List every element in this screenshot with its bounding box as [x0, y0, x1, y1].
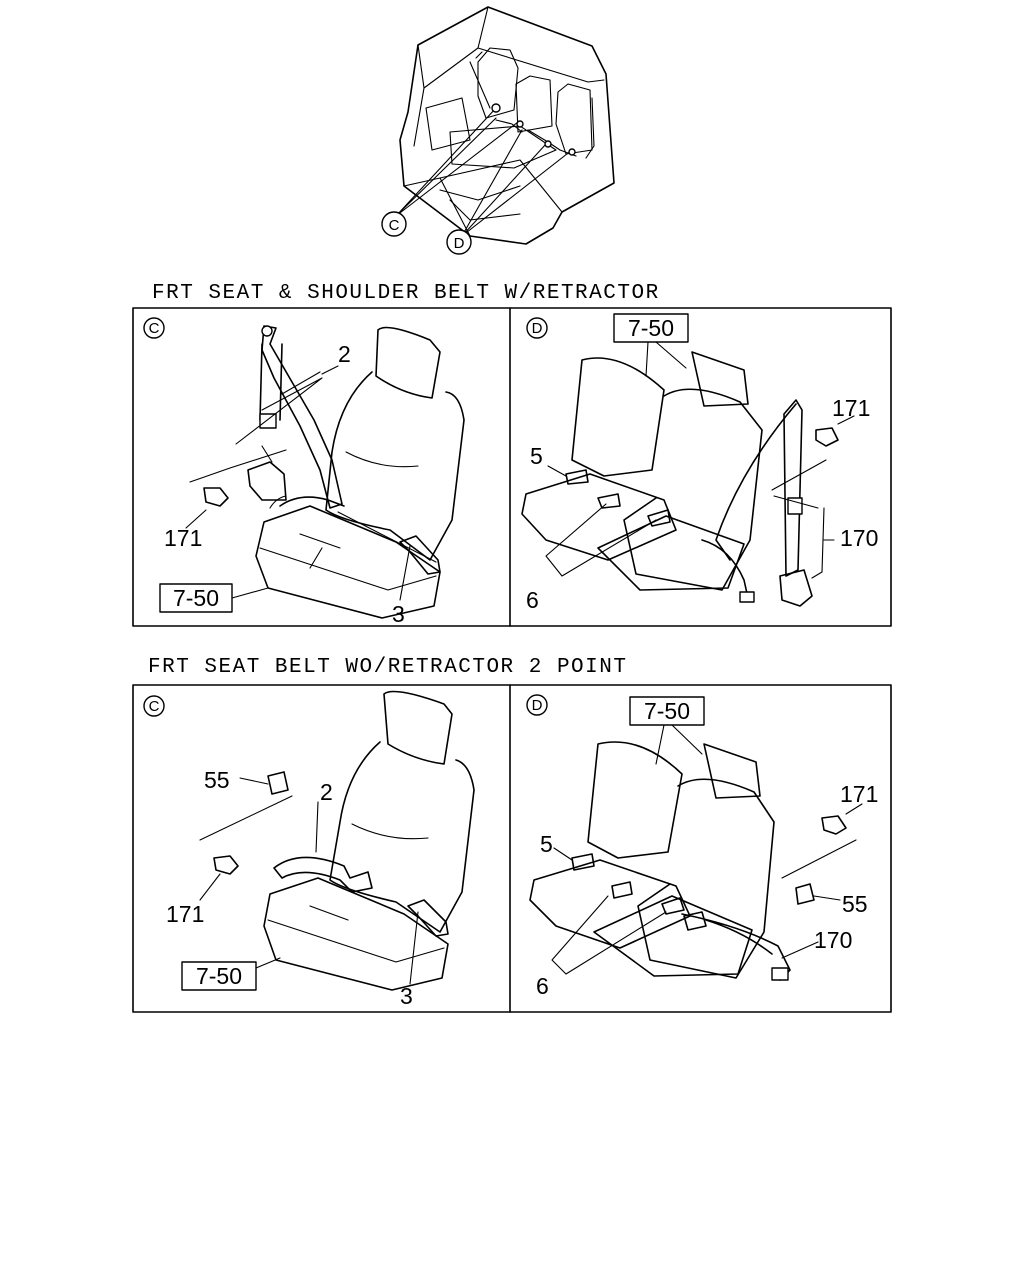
anchor-bolt	[203, 487, 229, 507]
retractor	[247, 461, 287, 501]
section1-panel-c: C 2 171 3 7-50	[143, 317, 465, 627]
section2-frame	[132, 684, 892, 1013]
cover-plate	[795, 883, 815, 905]
seat-backrest	[325, 371, 465, 561]
seat-backrest-left	[571, 357, 665, 477]
label-part-55: 55	[204, 767, 230, 793]
label-part-170: 170	[840, 525, 878, 551]
callout-c-circle	[381, 211, 407, 237]
ref-box-7-50	[613, 313, 689, 343]
anchor-bolt	[815, 427, 839, 447]
section1-frame	[132, 307, 892, 627]
shoulder-belt	[261, 325, 343, 509]
callout-d-circle	[446, 229, 472, 255]
seat-cushion-left	[521, 473, 677, 561]
seat-cushion-right	[593, 895, 753, 977]
seat-headrest-right	[691, 351, 749, 407]
label-part-171: 171	[832, 395, 870, 421]
lap-belt	[681, 913, 791, 981]
panel-marker-c	[143, 695, 165, 717]
section2-title: FRT SEAT BELT WO/RETRACTOR 2 POINT	[148, 656, 627, 679]
section2-panel-c: C 55 2 171 7-50 3	[143, 690, 475, 1009]
seat-backrest-left	[587, 741, 683, 859]
callout-d-label: D	[454, 235, 465, 252]
label-part-3: 3	[392, 601, 405, 627]
belt-buckle	[399, 535, 441, 575]
ref-label-7-50: 7-50	[196, 963, 242, 989]
label-part-55: 55	[842, 891, 868, 917]
label-part-5: 5	[540, 831, 553, 857]
panel-marker-d-label: D	[532, 320, 543, 337]
section1-title: FRT SEAT & SHOULDER BELT W/RETRACTOR	[152, 282, 660, 305]
panel-marker-c-label: C	[149, 320, 160, 337]
label-part-5: 5	[530, 443, 543, 469]
ref-label-7-50: 7-50	[644, 698, 690, 724]
cover-plate	[267, 771, 289, 795]
label-part-171: 171	[166, 901, 204, 927]
panel-marker-d	[526, 694, 548, 716]
callout-c-label: C	[389, 217, 400, 234]
seat-backrest-right	[637, 778, 775, 979]
ref-box-7-50	[181, 961, 257, 991]
panel-marker-d-label: D	[532, 697, 543, 714]
section1-panel-d: D 7-50 171 5 170 6	[521, 313, 878, 613]
seat-headrest	[375, 326, 441, 399]
lap-belt	[273, 856, 373, 893]
seat-cushion	[255, 505, 441, 619]
panel-marker-d	[526, 317, 548, 339]
label-part-170: 170	[814, 927, 852, 953]
seat-headrest	[383, 690, 453, 765]
shoulder-belt	[783, 399, 803, 577]
label-part-2: 2	[320, 779, 333, 805]
label-part-3: 3	[400, 983, 413, 1009]
label-part-6: 6	[526, 587, 539, 613]
seat-backrest	[329, 741, 475, 933]
retractor	[779, 569, 813, 607]
ref-box-7-50	[159, 583, 233, 613]
ref-label-7-50: 7-50	[628, 315, 674, 341]
seat-backrest-right	[623, 388, 763, 591]
ref-box-7-50	[629, 696, 705, 726]
panel-marker-c	[143, 317, 165, 339]
label-part-2: 2	[338, 341, 351, 367]
panel-marker-c-label: C	[149, 698, 160, 715]
seat-cushion-left	[529, 859, 691, 949]
seat-cushion	[263, 877, 449, 991]
label-part-171: 171	[840, 781, 878, 807]
anchor-bolt	[213, 855, 239, 875]
anchor-bolt	[821, 815, 847, 835]
label-part-171: 171	[164, 525, 202, 551]
ref-label-7-50: 7-50	[173, 585, 219, 611]
label-part-6: 6	[536, 973, 549, 999]
seat-headrest-right	[703, 743, 761, 799]
section2-panel-d: D 7-50 171 5 55 170 6	[526, 694, 878, 999]
seat-cushion-right	[597, 515, 745, 591]
cab-overview-illustration: C D	[381, 6, 615, 255]
